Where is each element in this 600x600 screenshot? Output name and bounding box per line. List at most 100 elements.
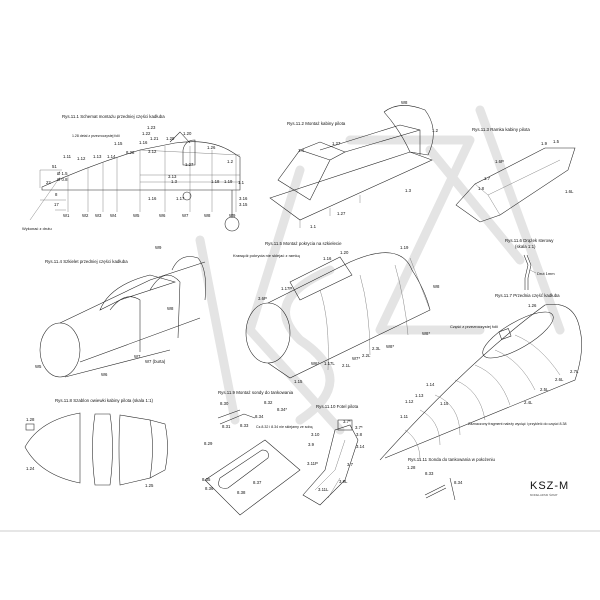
fig1-part-label: 22 bbox=[46, 180, 51, 185]
fig10-part-label: 3.14 bbox=[356, 444, 365, 449]
fig1-part-label: 1.27 bbox=[185, 162, 194, 167]
fig5-note: Krawędź pokrycia nie sklejać z ramką bbox=[233, 253, 300, 258]
fig1-part-label: 1.12 bbox=[77, 156, 86, 161]
fig7-part-label: 2.5L bbox=[540, 387, 549, 392]
fig2-cockpit-box bbox=[269, 105, 434, 228]
fig1-part-label: W6 bbox=[159, 213, 166, 218]
fig1-note-foil: 1.28 detal z przezroczystej folii bbox=[72, 134, 120, 138]
fig9-part-label: 8.34* bbox=[277, 407, 287, 412]
fig1-part-label: 1.13 bbox=[93, 154, 102, 159]
fig3-part-label: 1.5 bbox=[553, 139, 560, 144]
fig5-part-label: W6* bbox=[311, 361, 319, 366]
fig10-part-label: 3.7* bbox=[343, 419, 351, 424]
fig1-part-label: 8.28 bbox=[126, 150, 135, 155]
fig9-part-label: 8.32 bbox=[264, 400, 273, 405]
fig7-title: Rys.11.7 Przednia część kadłuba bbox=[495, 293, 560, 298]
fig4-part-label: W7 bbox=[134, 354, 141, 359]
fig3-part-label: 1.9 bbox=[541, 141, 548, 146]
fig7-front-fuselage bbox=[379, 304, 582, 461]
fig10-part-label: 3.11P bbox=[307, 461, 318, 466]
fig1-part-label: 1.15 bbox=[114, 141, 123, 146]
fig1-part-label: W8 bbox=[204, 213, 211, 218]
fig9-part-label: 8.31 bbox=[222, 424, 231, 429]
fig3-title: Rys.11.3 Ramka kabiny pilota bbox=[472, 127, 530, 132]
fig1-part-label: W4 bbox=[110, 213, 117, 218]
fig1-part-label: Ø 0.8 bbox=[57, 177, 68, 182]
fig10-part-label: 3.8 bbox=[356, 432, 363, 437]
fig7-part-label: 2.6L bbox=[555, 377, 564, 382]
fig4-title: Rys.11.4 Szkielet przedniej części kadłu… bbox=[45, 259, 128, 264]
fig3-canopy-frame bbox=[455, 147, 576, 223]
fig2-part-label: 1.3 bbox=[405, 188, 412, 193]
fig1-part-label: 51 bbox=[52, 164, 57, 169]
fig7-part-label: 1.12 bbox=[405, 399, 414, 404]
fig11-probe-position bbox=[424, 477, 456, 501]
fig7-part-label: 1.28 bbox=[407, 465, 416, 470]
fig2-part-label: 1.1 bbox=[310, 224, 317, 229]
fig2-part-label: W8 bbox=[401, 100, 408, 105]
fig1-part-label: 1.14 bbox=[107, 154, 116, 159]
fig10-part-label: 3.10 bbox=[311, 432, 320, 437]
fig1-part-label: 3.15 bbox=[239, 202, 248, 207]
fig9-part-label: 8.34 bbox=[255, 414, 264, 419]
fig1-note-wire: Wykonać z drutu bbox=[22, 226, 52, 231]
fig8-part-label: 1.24 bbox=[26, 466, 35, 471]
fig9-part-label: 8.33 bbox=[240, 423, 249, 428]
fig9-part-label: 8.35 bbox=[202, 477, 211, 482]
fig6-title: Rys.11.6 Drążek sterowy bbox=[505, 238, 554, 243]
fig2-part-label: 1.2 bbox=[432, 128, 439, 133]
fig1-part-label: W1 bbox=[63, 213, 70, 218]
fig6-note: Drut 1mm bbox=[537, 271, 555, 276]
fig1-part-label: 3.13 bbox=[168, 174, 177, 179]
fig1-part-label: W7 bbox=[182, 213, 189, 218]
fig10-part-label: 3.7 bbox=[347, 462, 354, 467]
fig1-part-label: 1.29 bbox=[166, 136, 175, 141]
fig1-part-label: W5 bbox=[133, 213, 140, 218]
fig9-part-label: 8.30 bbox=[220, 401, 229, 406]
fig3-part-label: 1.8 bbox=[478, 186, 485, 191]
fig1-part-label: 1.1 bbox=[238, 180, 245, 185]
fig1-part-label: 1.18 bbox=[211, 179, 220, 184]
fig5-part-label: W8* bbox=[386, 344, 394, 349]
fig10-part-label: 3.7* bbox=[355, 425, 363, 430]
fig5-part-label: 2.2L bbox=[362, 353, 371, 358]
fig3-part-label: 1.6P bbox=[495, 159, 504, 164]
fig5-title: Rys.11.5 Montaż pokrycia na szkielecie bbox=[265, 241, 342, 246]
fig4-fuselage-skeleton bbox=[39, 256, 206, 378]
fig7-part-label: 1.14 bbox=[426, 382, 435, 387]
fig1-title: Rys.11.1 Schemat montażu przedniej częśc… bbox=[62, 114, 165, 119]
fig7-note-foil: Część z przezroczystej folii bbox=[450, 324, 498, 329]
fig2-title: Rys.11.2 Montaż kabiny pilota bbox=[287, 121, 346, 126]
fig9-part-label: 8.29 bbox=[204, 441, 213, 446]
fig2-part-label: 1.27 bbox=[332, 141, 341, 146]
fig5-part-label: 1.17P bbox=[281, 286, 292, 291]
fig4-part-label: W8 bbox=[167, 306, 174, 311]
fig10-part-label: 3.9 bbox=[308, 442, 315, 447]
fig1-part-label: Ø 1.5 bbox=[57, 171, 68, 176]
logo: KSZ-M MODELARSKI ŚWIAT bbox=[530, 480, 568, 497]
fig1-part-label: 1.19 bbox=[224, 179, 233, 184]
fig10-title: Rys.11.10 Fotel pilota bbox=[316, 404, 359, 409]
fig10-part-label: 3.11L bbox=[318, 487, 329, 492]
fig5-part-label: W8* bbox=[422, 331, 430, 336]
fig1-part-label: 1.16 bbox=[148, 196, 157, 201]
fig9-part-label: 8.36 bbox=[205, 486, 214, 491]
fig1-part-label: 1.2 bbox=[227, 159, 234, 164]
fig4-part-label: W7 (burta) bbox=[145, 359, 166, 364]
fig7-part-label: 1.26 bbox=[528, 303, 537, 308]
fig4-part-label: W9 bbox=[155, 245, 162, 250]
fig1-part-label: 1.22 bbox=[142, 131, 151, 136]
fig8-part-label: 1.28 bbox=[26, 417, 35, 422]
fig9-note: Cz.8.32 i 8.34 nie sklejamy ze sobą bbox=[256, 425, 313, 429]
fig5-part-label: 1.20 bbox=[340, 250, 349, 255]
fig9-part-label: 8.38 bbox=[237, 490, 246, 495]
fig4-part-label: W5 bbox=[35, 364, 42, 369]
logo-tagline: MODELARSKI ŚWIAT bbox=[530, 492, 558, 497]
fig2-part-label: 1.27 bbox=[337, 211, 346, 216]
fig5-part-label: 2.1L bbox=[342, 363, 351, 368]
fig7-part-label: 1.13 bbox=[415, 393, 424, 398]
fig11-part-label: 8.34 bbox=[454, 480, 463, 485]
fig1-part-label: 1.21 bbox=[150, 136, 159, 141]
